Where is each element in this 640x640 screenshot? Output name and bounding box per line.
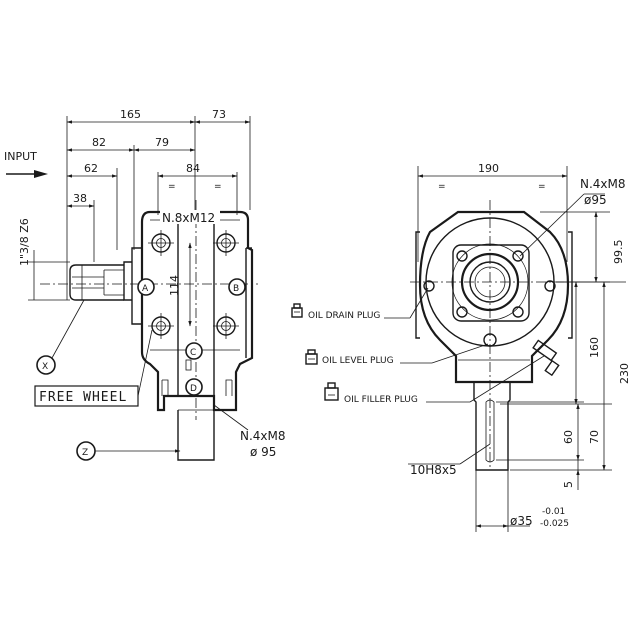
dim-190: 190 [478,162,499,175]
dim-160: 160 [588,337,601,358]
oil-filler-plug-icon [532,339,560,377]
dim-60: 60 [562,430,575,444]
oil-filler-plug-label: OIL FILLER PLUG [344,395,418,405]
callout-d: D [190,384,197,394]
bolt-spec-right-2: ø95 [584,193,607,207]
bolt-spec-bottom-1: N.4xM8 [240,429,286,443]
left-view: 165 73 82 79 62 84 38 = = 1"3/8 Z6 [18,108,286,461]
oil-level-plug-icon [305,349,318,365]
shaft-spec-label: 1"3/8 Z6 [18,218,31,266]
callout-z: Z [82,448,88,458]
input-arrow-icon [6,170,48,178]
bolt-spec-right-1: N.4xM8 [580,177,626,191]
key-spec: 10H8x5 [410,463,457,477]
equal-mark-4: = [538,182,546,192]
callout-b: B [233,284,239,294]
right-view: 190 = = N [408,162,631,532]
bolt-spec-bottom-2: ø 95 [250,445,276,459]
shaft-diameter: ø35 [510,514,533,528]
equal-mark-3: = [438,182,446,192]
callout-x: X [42,362,48,372]
oil-drain-plug-icon [291,303,303,318]
dim-82: 82 [92,136,106,149]
dim-99-5: 99.5 [612,240,625,265]
dim-62: 62 [84,162,98,175]
equal-mark-1: = [168,182,176,192]
bolt-hole-icon-right [423,250,556,318]
dim-84: 84 [186,162,200,175]
dim-73: 73 [212,108,226,121]
dim-165: 165 [120,108,141,121]
equal-mark-2: = [214,182,222,192]
dim-114: 114 [168,275,181,296]
bolt-spec-top: N.8xM12 [162,211,215,225]
oil-drain-plug-label: OIL DRAIN PLUG [308,311,380,321]
dim-5: 5 [562,481,575,488]
callout-a: A [142,284,149,294]
tolerance-upper: -0.01 [542,507,565,517]
oil-level-plug-label: OIL LEVEL PLUG [322,356,394,366]
dim-230: 230 [618,363,631,384]
dim-38: 38 [73,192,87,205]
dim-70: 70 [588,430,601,444]
bolt-hole-icon [148,230,239,339]
input-label: INPUT [4,150,37,163]
dim-79: 79 [155,136,169,149]
plugs-legend: OIL DRAIN PLUG OIL LEVEL PLUG OIL FILLER… [291,287,545,405]
tolerance-lower: -0.025 [540,519,569,529]
callout-c: C [190,348,196,358]
free-wheel-label: FREE WHEEL [39,390,127,405]
oil-filler-plug-legend-icon [324,382,339,401]
